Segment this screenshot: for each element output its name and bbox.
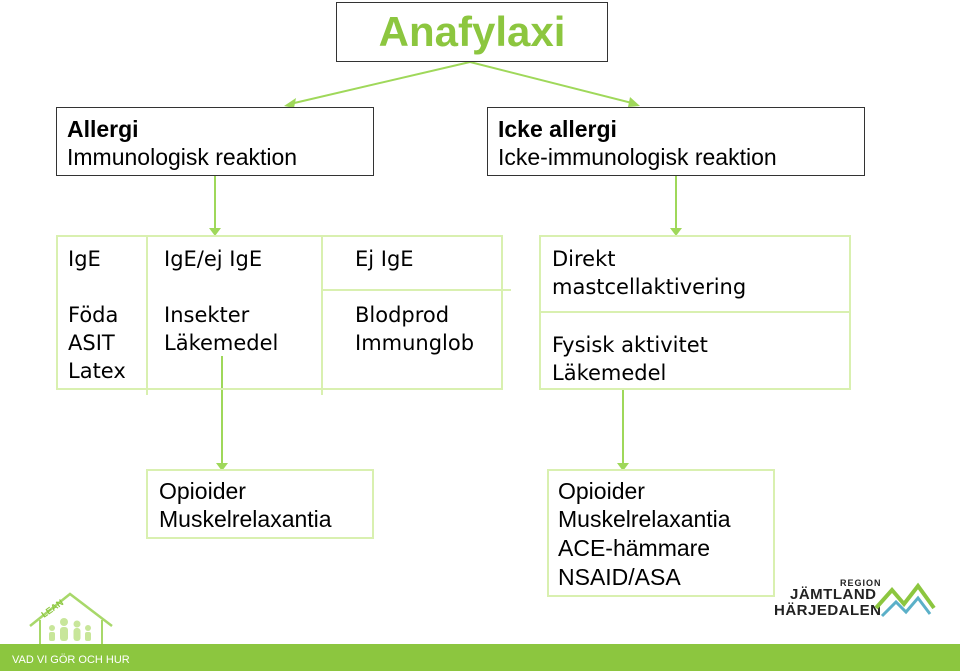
drug-item: Muskelrelaxantia [159,506,332,532]
allergi-drugs-box: Opioider Muskelrelaxantia [146,469,374,539]
icke-header-line: Direkt [552,247,616,271]
allergi-subtitle: Immunologisk reaktion [67,144,298,170]
type-item: Immunglob [355,331,475,355]
icke-drugs-box: Opioider Muskelrelaxantia ACE-hämmare NS… [547,469,775,597]
icke-item: Fysisk aktivitet [552,333,708,357]
icke-item: Läkemedel [552,361,667,385]
row-divider [321,289,511,291]
drug-item: Muskelrelaxantia [558,506,731,532]
arrow-title-to-icke-allergi [469,61,637,105]
drug-item: ACE-hämmare [558,535,711,561]
column-divider [321,237,323,395]
drug-item: Opioider [558,478,645,504]
type-item: Latex [68,359,126,383]
icke-allergi-subtitle: Icke-immunologisk reaktion [498,144,777,170]
column-divider [146,237,148,395]
footer-bar: VAD VI GÖR OCH HUR [0,644,960,671]
type-item: Blodprod [355,303,450,327]
diagram-title: Anafylaxi [378,8,566,55]
allergi-types-table: IgE Föda ASIT Latex IgE/ej IgE Insekter … [56,235,511,395]
mountain-logo-icon [874,582,936,618]
type-item: Föda [68,303,119,327]
type-item: ASIT [68,331,115,355]
lean-house-logo: LEAN [29,592,113,646]
title-box: Anafylaxi [336,2,608,62]
type-header-ige-ej-ige: IgE/ej IgE [164,247,263,271]
icke-allergi-box: Icke allergi Icke-immunologisk reaktion [487,107,865,176]
icke-header-line: mastcellaktivering [552,275,747,299]
region-logo-line2: HÄRJEDALEN [774,602,882,619]
icke-types-table: Direkt mastcellaktivering Fysisk aktivit… [539,235,851,390]
region-logo-label: REGION [840,578,882,588]
allergi-heading: Allergi [67,116,139,142]
type-header-ige: IgE [68,247,101,271]
icke-allergi-heading: Icke allergi [498,116,617,142]
drug-item: NSAID/ASA [558,564,681,590]
type-header-ej-ige: Ej IgE [355,247,414,271]
lean-logo-text: LEAN [39,597,65,619]
region-logo-line1: JÄMTLAND [790,586,877,603]
type-item: Läkemedel [164,331,279,355]
footer-text: VAD VI GÖR OCH HUR [12,654,130,666]
type-item: Insekter [164,303,250,327]
arrow-title-to-allergi [289,61,471,105]
allergi-box: Allergi Immunologisk reaktion [56,107,374,176]
row-divider [541,311,849,313]
drug-item: Opioider [159,478,246,504]
